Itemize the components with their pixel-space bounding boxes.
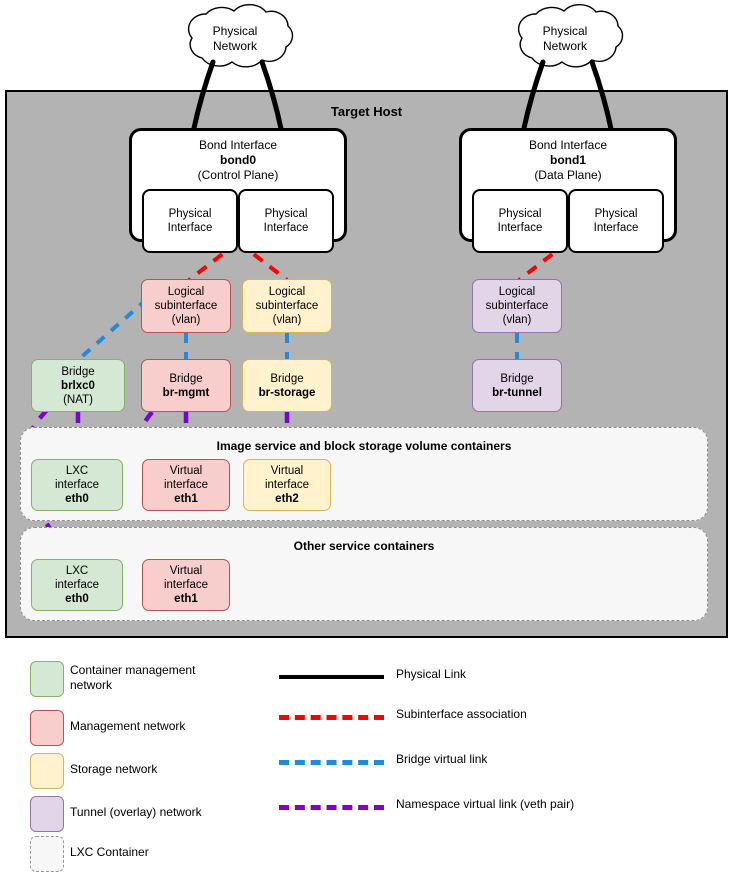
legend-label-veth: Namespace virtual link (veth pair) [396,797,575,811]
subif-tunnel-line1: Logical [498,286,536,298]
legend-line-bridge [279,760,384,765]
legend-label-container-management: Container management network [70,663,196,692]
bond0-title: Bond Interface [198,138,278,152]
subif-storage-line2: subinterface [255,300,319,312]
pi-b0-0-line1: Physical [168,208,212,220]
c1-eth0-line2: interface [54,479,100,491]
legend-label-subinterface: Subinterface association [396,707,527,721]
physical-interface-bond1-0[interactable]: Physical Interface [472,189,568,253]
c2-eth1-line2: interface [163,579,209,591]
pi-b1-1-line1: Physical [594,208,638,220]
pi-b1-1-line2: Interface [593,222,639,234]
bond1-members: Physical Interface Physical Interface [462,183,674,263]
virtual-interface-c1-eth1[interactable]: Virtual interface eth1 [142,459,230,511]
lxc-interface-c1-eth0[interactable]: LXC interface eth0 [31,459,123,511]
cloud-left-line1: Physical [212,24,258,38]
c1-eth1-line1: Virtual [169,465,203,477]
subif-mgmt-line1: Logical [167,286,205,298]
physical-interface-bond1-1[interactable]: Physical Interface [568,189,664,253]
legend-swatch-lxc-container [30,836,64,872]
logical-subinterface-storage[interactable]: Logical subinterface (vlan) [242,279,332,333]
pi-b0-1-line2: Interface [263,222,309,234]
logical-subinterface-tunnel[interactable]: Logical subinterface (vlan) [472,279,562,333]
cloud-left-line2: Network [212,39,257,53]
c1-eth1-line2: interface [163,479,209,491]
c2-eth0-line1: LXC [65,565,89,577]
pi-b0-1-line1: Physical [264,208,308,220]
bond0-header: Bond Interface bond0 (Control Plane) [132,131,344,183]
bridge-br-mgmt-label: Bridge [169,372,203,385]
cloud-right-line2: Network [542,39,587,53]
c1-eth0-dev: eth0 [65,493,89,505]
bridge-br-tunnel-id: br-tunnel [492,386,542,399]
target-host-title: Target Host [330,104,403,119]
physical-network-left-label: Physical Network [185,8,285,66]
physical-interface-bond0-1[interactable]: Physical Interface [238,189,334,253]
legend-label-physical-link: Physical Link [396,667,467,681]
bond1-id: bond1 [550,153,586,167]
pi-b1-0-line2: Interface [497,222,543,234]
c1-eth2-dev: eth2 [275,493,299,505]
legend-label-bridge: Bridge virtual link [396,752,488,766]
subif-storage-line3: (vlan) [272,314,302,326]
bridge-brlxc0-id: brlxc0 [61,379,95,392]
legend-label-storage: Storage network [70,762,158,776]
bond-interface-bond0[interactable]: Bond Interface bond0 (Control Plane) Phy… [129,128,347,253]
physical-network-right-label: Physical Network [515,8,615,66]
subif-tunnel-line3: (vlan) [502,314,532,326]
lxc-interface-c2-eth0[interactable]: LXC interface eth0 [31,559,123,611]
bond1-role: (Data Plane) [534,168,602,182]
bond1-header: Bond Interface bond1 (Data Plane) [462,131,674,183]
bridge-br-tunnel[interactable]: Bridge br-tunnel [472,359,562,412]
physical-interface-bond0-0[interactable]: Physical Interface [142,189,238,253]
bridge-br-storage-label: Bridge [270,372,304,385]
pi-b1-0-line1: Physical [498,208,542,220]
legend-label-management: Management network [70,719,186,733]
legend: Container management network Management … [0,648,732,872]
bridge-brlxc0[interactable]: Bridge brlxc0 (NAT) [31,359,125,412]
bridge-br-mgmt-id: br-mgmt [162,386,210,399]
bond0-members: Physical Interface Physical Interface [132,183,344,263]
virtual-interface-c1-eth2[interactable]: Virtual interface eth2 [243,459,331,511]
bond0-role: (Control Plane) [197,168,279,182]
legend-line-physical [279,675,384,679]
subif-storage-line1: Logical [268,286,306,298]
lxc-container-other-services: Other service containers [20,527,708,621]
bond-interface-bond1[interactable]: Bond Interface bond1 (Data Plane) Physic… [459,128,677,253]
bridge-br-mgmt[interactable]: Bridge br-mgmt [141,359,231,412]
c1-eth0-line1: LXC [65,465,89,477]
c1-eth2-line2: interface [264,479,310,491]
c2-eth0-dev: eth0 [65,593,89,605]
pi-b0-0-line2: Interface [167,222,213,234]
legend-label-lxc-container: LXC Container [70,845,149,859]
bond1-title: Bond Interface [528,138,608,152]
legend-line-veth [279,805,384,810]
c2-eth0-line2: interface [54,579,100,591]
subif-mgmt-line2: subinterface [154,300,218,312]
legend-swatch-container-management [30,661,64,697]
legend-swatch-storage [30,753,64,789]
subif-tunnel-line2: subinterface [485,300,549,312]
virtual-interface-c2-eth1[interactable]: Virtual interface eth1 [142,559,230,611]
legend-swatch-management [30,710,64,746]
container-1-title: Image service and block storage volume c… [216,439,512,453]
bridge-br-tunnel-label: Bridge [500,372,534,385]
c2-eth1-dev: eth1 [174,593,198,605]
cloud-right-line1: Physical [542,24,588,38]
bridge-br-storage[interactable]: Bridge br-storage [242,359,332,412]
logical-subinterface-management[interactable]: Logical subinterface (vlan) [141,279,231,333]
lxc-container-image-block-storage: Image service and block storage volume c… [20,427,708,521]
bridge-brlxc0-label: Bridge [61,365,95,378]
c1-eth2-line1: Virtual [270,465,304,477]
container-2-title: Other service containers [293,539,435,553]
c2-eth1-line1: Virtual [169,565,203,577]
subif-mgmt-line3: (vlan) [171,314,201,326]
legend-label-tunnel: Tunnel (overlay) network [70,805,202,819]
bond0-id: bond0 [220,153,256,167]
bridge-brlxc0-extra: (NAT) [63,393,93,406]
legend-line-subinterface [279,715,384,720]
legend-swatch-tunnel [30,796,64,832]
bridge-br-storage-id: br-storage [258,386,316,399]
c1-eth1-dev: eth1 [174,493,198,505]
